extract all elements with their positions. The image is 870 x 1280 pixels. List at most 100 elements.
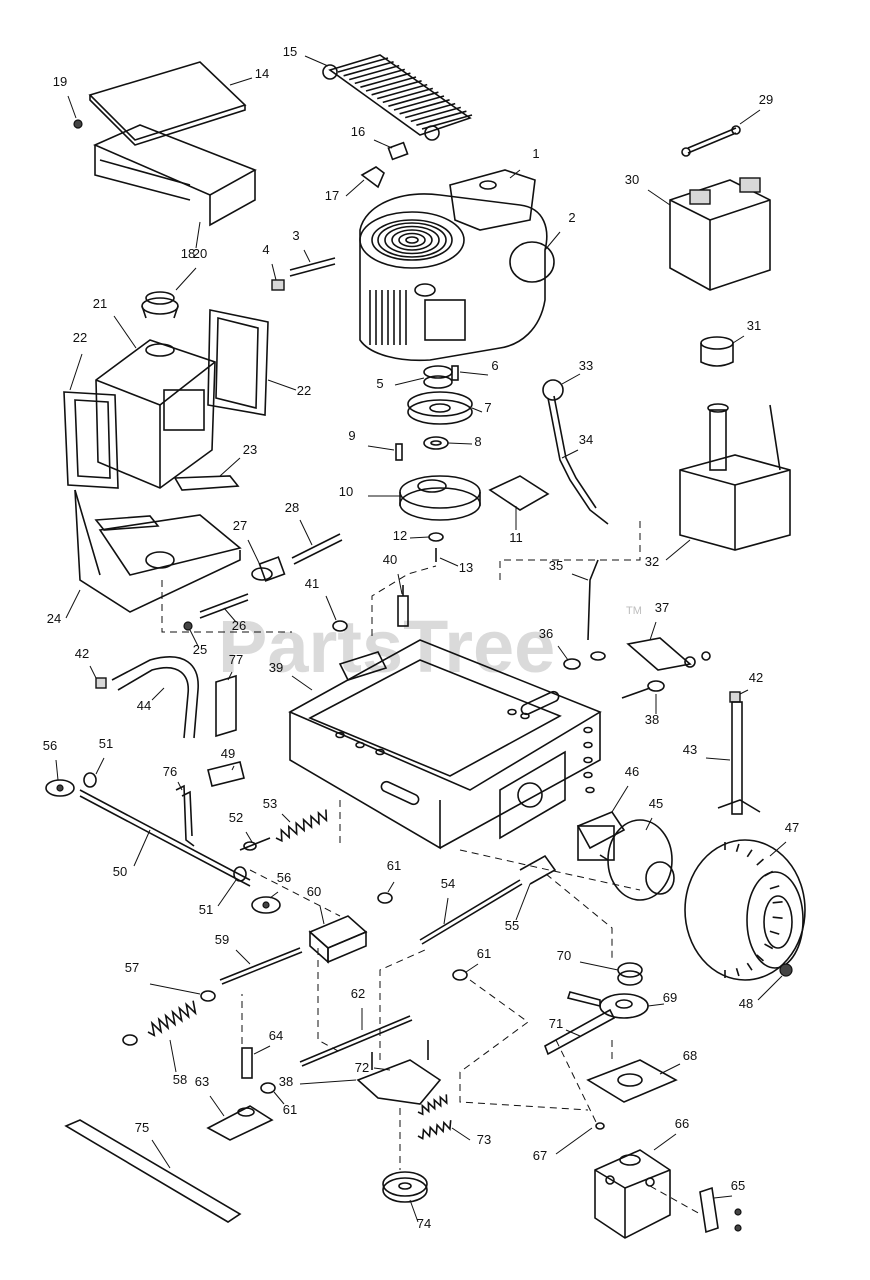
callout-c19: 19 [53, 74, 67, 89]
callout-c21: 21 [93, 296, 107, 311]
leader-c66 [653, 1133, 677, 1151]
callout-c70: 70 [557, 948, 571, 963]
callout-c67: 67 [533, 1148, 547, 1163]
leader-c4 [271, 263, 277, 281]
leader-c7 [471, 407, 483, 413]
part-12-washer [428, 532, 444, 542]
callout-c60: 60 [307, 884, 321, 899]
callout-c29: 29 [759, 92, 773, 107]
leader-c60 [319, 905, 325, 925]
part-46-manifold [576, 811, 626, 861]
part-33-knob [542, 379, 564, 401]
leader-c6 [459, 371, 489, 376]
leader-c26 [223, 607, 237, 623]
part-22-left-pad [63, 391, 119, 489]
callout-c1: 1 [532, 146, 539, 161]
callout-c9: 9 [348, 428, 355, 443]
leader-c57 [149, 983, 201, 995]
leader-c31 [732, 335, 745, 344]
callout-c51b: 51 [199, 902, 213, 917]
leader-c18 [195, 221, 201, 249]
leader-c46 [611, 785, 629, 813]
leader-c53 [281, 813, 291, 823]
leader-c61a [387, 881, 395, 893]
leader-c16 [373, 139, 393, 149]
callout-c18: 18 [181, 246, 195, 261]
leader-c28 [299, 519, 313, 546]
callout-c44: 44 [137, 698, 151, 713]
part-47-tire [684, 839, 806, 981]
part-10-pto-clutch [399, 475, 481, 521]
leader-c72 [373, 1067, 391, 1071]
leader-c42b [739, 689, 749, 695]
callout-c64: 64 [269, 1028, 283, 1043]
part-37-bracket [626, 637, 711, 671]
callout-c63: 63 [195, 1074, 209, 1089]
part-41-nut [332, 620, 348, 632]
leader-c36 [557, 645, 569, 661]
part-11-plate [488, 475, 550, 511]
part-23-strips [94, 475, 240, 531]
leader-c22b [267, 379, 297, 391]
leader-c30 [647, 189, 671, 206]
part-51-bushing-bottom [233, 866, 247, 882]
part-62-link-rod [299, 1015, 413, 1067]
callout-c15: 15 [283, 44, 297, 59]
part-30-battery [669, 177, 771, 291]
callout-c77: 77 [229, 652, 243, 667]
callout-c28: 28 [285, 500, 299, 515]
part-27-coupler [251, 556, 286, 582]
callout-c2: 2 [568, 210, 575, 225]
callout-c5: 5 [376, 376, 383, 391]
leader-c40 [397, 573, 403, 595]
part-64-pin [241, 1047, 253, 1079]
leader-c39 [291, 675, 313, 691]
callout-c69: 69 [663, 990, 677, 1005]
leader-c70 [579, 961, 619, 971]
callout-c42b: 42 [749, 670, 763, 685]
callout-c45: 45 [649, 796, 663, 811]
callout-c23: 23 [243, 442, 257, 457]
callout-c66: 66 [675, 1116, 689, 1131]
part-73-springs [417, 1094, 452, 1140]
callout-c61c: 61 [283, 1102, 297, 1117]
callout-c7: 7 [484, 400, 491, 415]
callout-c38a: 38 [645, 712, 659, 727]
part-44-handle [111, 656, 199, 739]
callout-c65: 65 [731, 1178, 745, 1193]
leader-c22a [69, 353, 83, 391]
leader-c44 [151, 687, 165, 701]
callout-c61a: 61 [387, 858, 401, 873]
leader-c77 [227, 671, 233, 681]
callout-c38b: 38 [279, 1074, 293, 1089]
callout-c52: 52 [229, 810, 243, 825]
callout-c22a: 22 [73, 330, 87, 345]
callout-c4: 4 [262, 242, 269, 257]
callout-c11: 11 [509, 530, 523, 545]
leader-c64 [253, 1045, 271, 1055]
callout-c40: 40 [383, 552, 397, 567]
leader-c68 [659, 1063, 681, 1075]
part-18-bracket [93, 124, 257, 227]
callout-c22b: 22 [297, 383, 311, 398]
leader-c54 [443, 897, 449, 925]
part-69-fan [599, 993, 649, 1019]
callout-c42a: 42 [75, 646, 89, 661]
callout-c6: 6 [491, 358, 498, 373]
callout-c56b: 56 [277, 870, 291, 885]
leader-c25 [189, 629, 199, 647]
leader-c42a [89, 665, 97, 679]
leader-c48 [757, 975, 783, 1001]
part-4-nut [271, 279, 285, 291]
callout-c12: 12 [393, 528, 407, 543]
leader-c33 [561, 373, 581, 385]
leader-c2 [544, 231, 561, 251]
callout-c25: 25 [193, 642, 207, 657]
leader-c12 [409, 536, 430, 539]
leader-c63 [209, 1095, 225, 1117]
leader-c58 [169, 1039, 177, 1073]
part-38-pivot [621, 680, 665, 699]
callout-c14: 14 [255, 66, 269, 81]
part-58-spring [147, 1000, 197, 1037]
leader-c65 [713, 1195, 733, 1199]
